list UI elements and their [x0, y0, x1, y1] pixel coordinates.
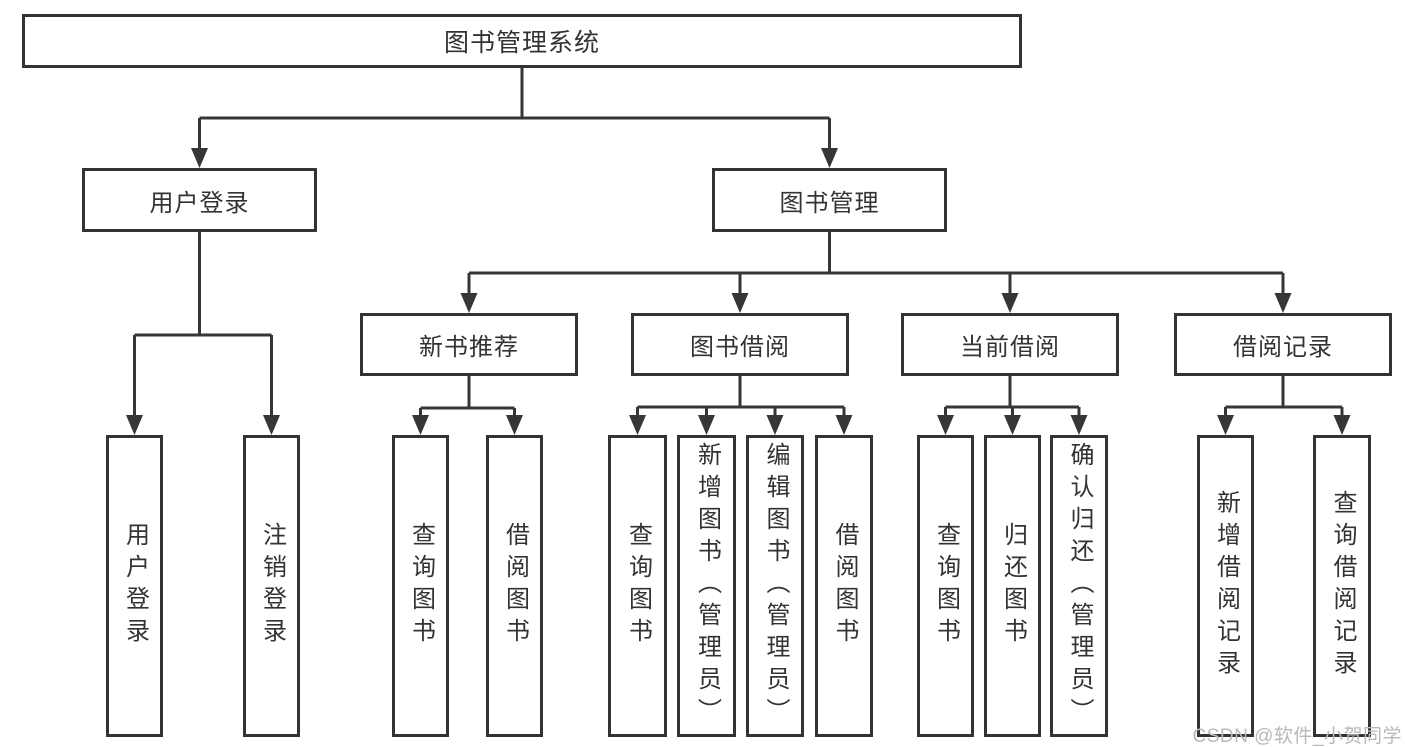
node-current-borrow: 当前借阅 [901, 313, 1119, 376]
node-root: 图书管理系统 [22, 14, 1022, 68]
node-book-borrow: 图书借阅 [631, 313, 849, 376]
leaf-user-login: 用户登录 [106, 435, 163, 737]
leaf-borrow-books: 借阅图书 [815, 435, 873, 737]
leaf-borrow-books-recommend: 借阅图书 [486, 435, 543, 737]
node-book-management: 图书管理 [712, 168, 947, 232]
leaf-add-borrow-record: 新增借阅记录 [1197, 435, 1254, 737]
node-borrow-records: 借阅记录 [1174, 313, 1392, 376]
connector-current-borrow-to-leaves [937, 376, 1088, 435]
leaf-query-books-current: 查询图书 [917, 435, 974, 737]
connector-new-book-recommend-to-leaves [412, 376, 523, 435]
connector-user-login-to-leaves [126, 232, 280, 435]
leaf-add-book-admin: 新增图书（管理员） [677, 435, 736, 737]
leaf-query-books-borrow: 查询图书 [608, 435, 667, 737]
leaf-return-book: 归还图书 [984, 435, 1041, 737]
connector-book-borrow-to-leaves [629, 376, 853, 435]
leaf-logout: 注销登录 [243, 435, 300, 737]
leaf-query-books-recommend: 查询图书 [392, 435, 449, 737]
leaf-edit-book-admin: 编辑图书（管理员） [746, 435, 804, 737]
leaf-query-borrow-record: 查询借阅记录 [1313, 435, 1371, 737]
node-new-book-recommend: 新书推荐 [360, 313, 578, 376]
connector-book-management-to-level3 [460, 232, 1292, 313]
connector-borrow-records-to-leaves [1217, 376, 1351, 435]
csdn-watermark: CSDN @软件_小贺同学 [1192, 726, 1402, 747]
connector-root-to-level2 [191, 68, 838, 168]
node-user-login: 用户登录 [82, 168, 317, 232]
leaf-confirm-return-admin: 确认归还（管理员） [1050, 435, 1108, 737]
